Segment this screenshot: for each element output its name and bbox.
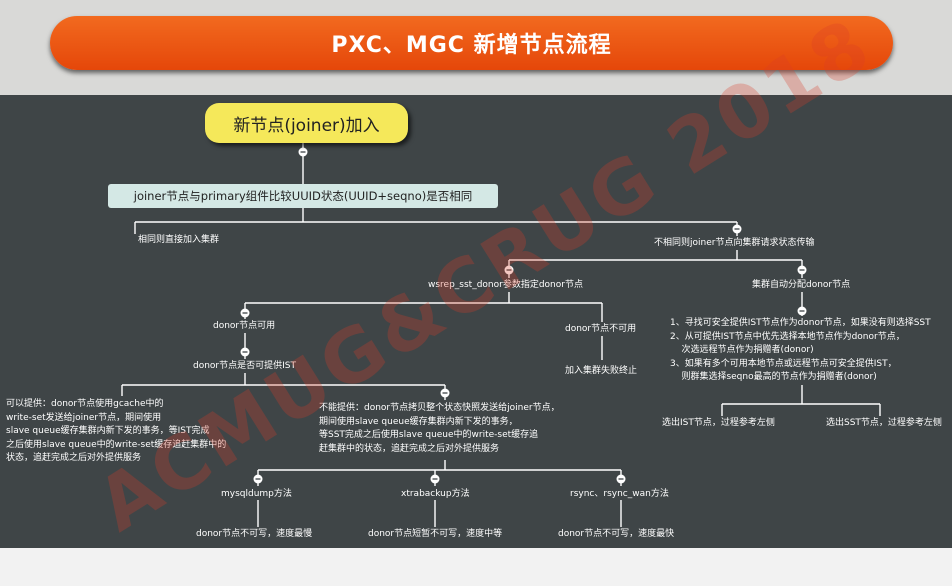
uuid-check-label: joiner节点与primary组件比较UUID状态(UUID+seqno)是否…	[133, 189, 473, 203]
joiner-label: 新节点(joiner)加入	[233, 115, 380, 136]
ist-yes-text: 可以提供：donor节点使用gcache中的 write-set发送给joine…	[6, 399, 227, 463]
diagram-panel	[0, 95, 952, 548]
same-uuid-label: 相同则直接加入集群	[138, 235, 220, 245]
rsync-result-label: donor节点不可写，速度最快	[558, 529, 675, 539]
title-bar: PXC、MGC 新增节点流程	[50, 16, 893, 70]
page-title: PXC、MGC 新增节点流程	[331, 33, 612, 58]
xtrabackup-result-label: donor节点短暂不可写，速度中等	[368, 529, 503, 539]
diff-uuid-label: 不相同则joiner节点向集群请求状态传输	[654, 238, 815, 248]
bottom-strip	[0, 548, 952, 586]
rsync-method-label: rsync、rsync_wan方法	[570, 489, 669, 499]
donor-available-label: donor节点可用	[213, 321, 276, 331]
mysqldump-method-label: mysqldump方法	[221, 489, 292, 499]
auto-donor-rules: 1、寻找可安全提供IST节点作为donor节点，如果没有则选择SST 2、从可提…	[670, 318, 931, 382]
auto-donor-label: 集群自动分配donor节点	[752, 280, 851, 290]
wsrep-donor-label: wsrep_sst_donor参数指定donor节点	[428, 280, 583, 290]
join-fail-label: 加入集群失败终止	[565, 366, 638, 376]
choose-sst-label: 选出SST节点，过程参考左侧	[826, 418, 942, 428]
donor-unavailable-label: donor节点不可用	[565, 324, 637, 334]
mysqldump-result-label: donor节点不可写，速度最慢	[196, 529, 313, 539]
xtrabackup-method-label: xtrabackup方法	[401, 489, 470, 499]
ist-no-text: 不能提供：donor节点拷贝整个状态快照发送给joiner节点， 期间使用sla…	[319, 403, 560, 454]
choose-ist-label: 选出IST节点，过程参考左侧	[662, 418, 775, 428]
joiner-node: 新节点(joiner)加入	[205, 103, 408, 143]
ist-check-label: donor节点是否可提供IST	[193, 361, 296, 371]
uuid-check-node: joiner节点与primary组件比较UUID状态(UUID+seqno)是否…	[108, 184, 498, 208]
